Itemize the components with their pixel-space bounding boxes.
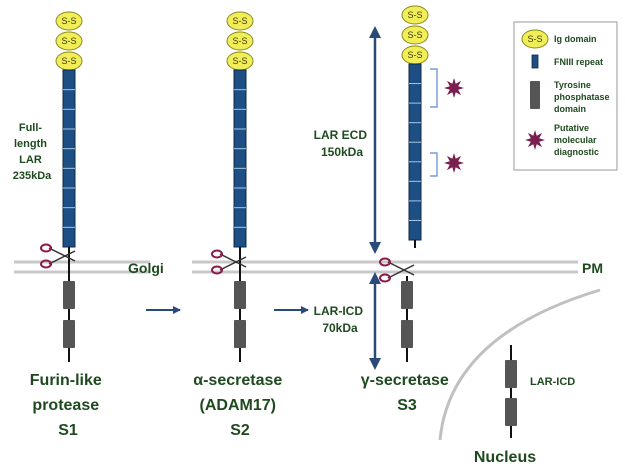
scissor-blade bbox=[219, 256, 247, 271]
golgi-membrane bbox=[14, 260, 150, 274]
legend-tp-label: Tyrosine phosphatase domain bbox=[554, 80, 612, 114]
ig-domain bbox=[55, 31, 83, 51]
star-shape bbox=[525, 130, 545, 150]
ig-domain bbox=[521, 29, 549, 49]
star-icon bbox=[444, 78, 464, 98]
full-length-label: Full- length LAR 235kDa bbox=[13, 122, 52, 182]
diagnostic-bracket bbox=[430, 68, 438, 177]
scissor-blade bbox=[387, 261, 415, 276]
stage-s1-label: Furin-like protease S1 bbox=[30, 372, 106, 439]
scissor-handle bbox=[211, 265, 223, 275]
icd-span-arrow bbox=[369, 272, 381, 370]
scissors-icon bbox=[40, 243, 76, 269]
scissor-handle bbox=[379, 257, 391, 267]
ig-domain bbox=[401, 5, 429, 25]
star-icon bbox=[444, 153, 464, 173]
star-shape bbox=[444, 153, 464, 173]
golgi-label: Golgi bbox=[128, 260, 164, 276]
scissor-handle bbox=[379, 273, 391, 283]
scissor-blade bbox=[219, 253, 247, 268]
scissor-handle bbox=[40, 243, 52, 253]
lar-full-length: S-S S-S S-S bbox=[55, 11, 83, 362]
pm-label: PM bbox=[582, 260, 603, 276]
lar-icd-cleaved-label: LAR-ICD 70kDa bbox=[314, 304, 367, 335]
lar-alpha-cleaved: S-S S-S S-S bbox=[226, 11, 254, 362]
tyrosine-phosphatase-domain bbox=[401, 320, 413, 348]
scissors-icon bbox=[211, 249, 247, 275]
ig-domain-label: S-S bbox=[232, 56, 247, 66]
fniii-stalk bbox=[408, 63, 422, 241]
fniii-stalk bbox=[62, 69, 76, 248]
legend-fn-icon bbox=[531, 54, 539, 69]
legend-ig-label: Ig domain bbox=[554, 34, 597, 44]
tyrosine-phosphatase-domain bbox=[63, 320, 75, 348]
legend-star-icon bbox=[525, 130, 545, 150]
stage-s2-label: α-secretase (ADAM17) S2 bbox=[193, 372, 286, 439]
legend: S-S Ig domain FNIII repeat Tyrosine phos… bbox=[513, 21, 618, 171]
lar-ecd-label: LAR ECD 150kDa bbox=[314, 128, 371, 159]
ig-domain bbox=[401, 25, 429, 45]
nuclear-icd-label: LAR-ICD bbox=[530, 376, 575, 388]
nucleus-label: Nucleus bbox=[474, 449, 536, 466]
ecd-span-arrow bbox=[369, 26, 381, 254]
ig-domain bbox=[55, 11, 83, 31]
ig-domain-label: S-S bbox=[232, 36, 247, 46]
plasma-membrane bbox=[192, 260, 578, 274]
lar-icd-nuclear bbox=[505, 345, 517, 438]
tyrosine-phosphatase-domain bbox=[234, 320, 246, 348]
scissor-blade bbox=[387, 264, 415, 279]
legend-fn-label: FNIII repeat bbox=[554, 57, 603, 67]
ig-domain-label: S-S bbox=[61, 36, 76, 46]
legend-putative-label: Putative molecular diagnostic bbox=[554, 123, 599, 157]
ig-domain-label: S-S bbox=[407, 30, 422, 40]
ig-domain-label: S-S bbox=[407, 50, 422, 60]
ig-domain-label: S-S bbox=[61, 56, 76, 66]
scissor-blade bbox=[48, 247, 76, 262]
tyrosine-phosphatase-domain bbox=[234, 281, 246, 309]
tyrosine-phosphatase-domain bbox=[505, 360, 517, 388]
lar-gamma-cleaved: S-S S-S S-S bbox=[401, 5, 429, 362]
ig-domain-label: S-S bbox=[407, 10, 422, 20]
star-shape bbox=[444, 78, 464, 98]
fniii-stalk bbox=[233, 69, 247, 248]
scissor-handle bbox=[40, 259, 52, 269]
ig-domain-label: S-S bbox=[527, 34, 542, 44]
stage-s3-label: γ-secretase S3 bbox=[361, 372, 454, 414]
legend-ig-icon: S-S bbox=[521, 29, 549, 49]
nucleus-envelope bbox=[438, 288, 601, 441]
ig-domain bbox=[226, 31, 254, 51]
scissors-icon bbox=[379, 257, 415, 283]
ig-domain-label: S-S bbox=[232, 16, 247, 26]
tyrosine-phosphatase-domain bbox=[401, 281, 413, 309]
tyrosine-phosphatase-domain bbox=[63, 281, 75, 309]
scissor-handle bbox=[211, 249, 223, 259]
ig-domain-label: S-S bbox=[61, 16, 76, 26]
scissor-blade bbox=[48, 250, 76, 265]
tyrosine-phosphatase-domain bbox=[505, 398, 517, 426]
legend-tp-icon bbox=[530, 81, 540, 109]
ig-domain bbox=[226, 11, 254, 31]
